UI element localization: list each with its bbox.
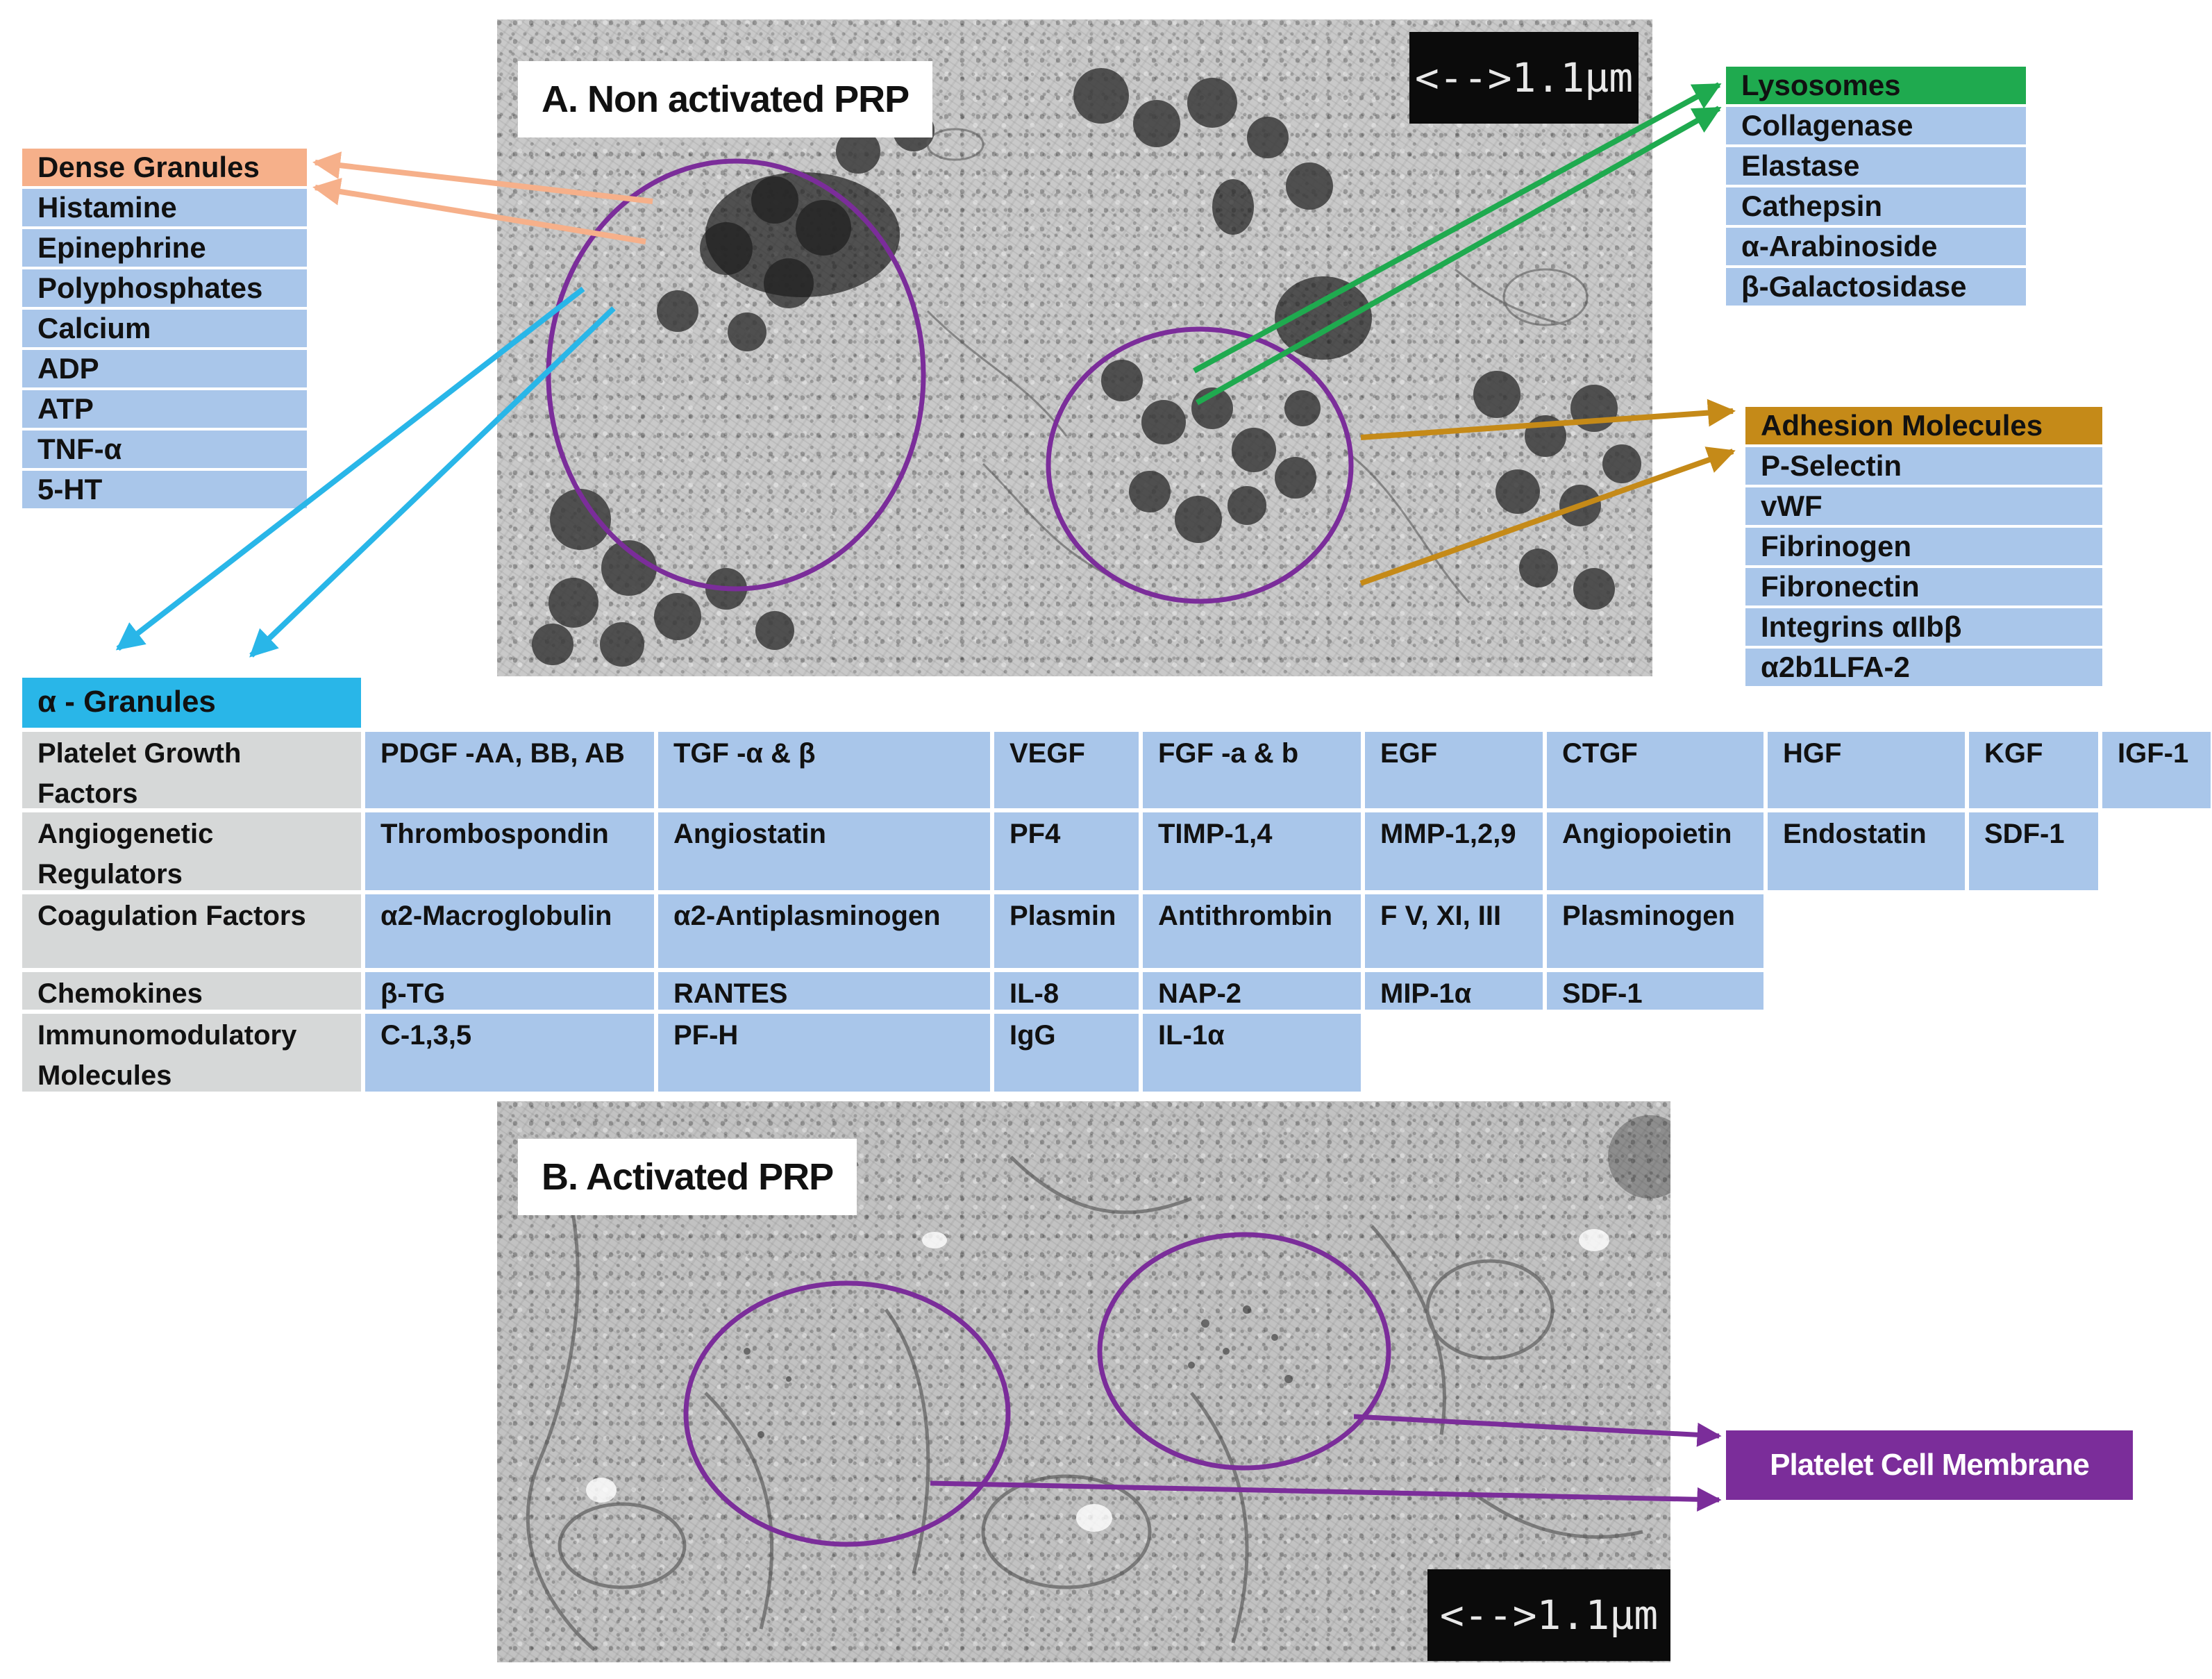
alpha-granule-item: RANTES	[658, 972, 990, 1010]
alpha-granule-item: Antithrombin	[1143, 894, 1361, 968]
adhesion-molecules-item: Fibrinogen	[1745, 528, 2102, 565]
lysosomes-item: α-Arabinoside	[1726, 228, 2026, 265]
alpha-granule-item: Plasmin	[994, 894, 1139, 968]
scale-bar-a: <-->1.1μm	[1409, 32, 1639, 124]
alpha-granule-item: Endostatin	[1768, 812, 1965, 890]
alpha-granule-item: SDF-1	[1969, 812, 2098, 890]
panel-b-label: B. Activated PRP	[518, 1139, 857, 1215]
alpha-granule-item: Angiostatin	[658, 812, 990, 890]
lysosomes-item: Elastase	[1726, 147, 2026, 185]
alpha-granule-item: α2-Antiplasminogen	[658, 894, 990, 968]
dense-granules-item: ATP	[22, 390, 307, 428]
alpha-granule-item: α2-Macroglobulin	[365, 894, 654, 968]
alpha-granule-item: Thrombospondin	[365, 812, 654, 890]
alpha-granule-item: PF4	[994, 812, 1139, 890]
alpha-granule-item: VEGF	[994, 732, 1139, 808]
alpha-category-label: Coagulation Factors	[22, 894, 361, 968]
dense-granules-item: ADP	[22, 350, 307, 387]
platelet-cell-membrane-label: Platelet Cell Membrane	[1726, 1430, 2133, 1500]
dense-granules-title: Dense Granules	[22, 149, 307, 186]
lysosomes-item: Collagenase	[1726, 107, 2026, 144]
alpha-category-label: Immunomodulatory Molecules	[22, 1014, 361, 1092]
lysosomes-title: Lysosomes	[1726, 67, 2026, 104]
dense-granules-item: Polyphosphates	[22, 269, 307, 307]
alpha-granule-item: EGF	[1365, 732, 1543, 808]
dense-granules-item: Histamine	[22, 189, 307, 226]
alpha-granule-item: HGF	[1768, 732, 1965, 808]
lysosomes-list: Lysosomes Collagenase Elastase Cathepsin…	[1726, 67, 2026, 308]
adhesion-molecules-item: Integrins αIIbβ	[1745, 608, 2102, 646]
alpha-granule-item: IL-8	[994, 972, 1139, 1010]
alpha-granule-item: SDF-1	[1547, 972, 1763, 1010]
alpha-granule-item: F V, XI, III	[1365, 894, 1543, 968]
alpha-granule-item: KGF	[1969, 732, 2098, 808]
alpha-granule-item: TGF -α & β	[658, 732, 990, 808]
alpha-granule-item: FGF -a & b	[1143, 732, 1361, 808]
alpha-granule-item: Plasminogen	[1547, 894, 1763, 968]
lysosomes-item: Cathepsin	[1726, 187, 2026, 225]
alpha-granule-item: MIP-1α	[1365, 972, 1543, 1010]
adhesion-molecules-item: P-Selectin	[1745, 447, 2102, 485]
alpha-granule-item: IGF-1	[2102, 732, 2211, 808]
alpha-category-label: Platelet Growth Factors	[22, 732, 361, 809]
alpha-granule-item: NAP-2	[1143, 972, 1361, 1010]
adhesion-molecules-title: Adhesion Molecules	[1745, 407, 2102, 444]
dense-granules-item: 5-HT	[22, 471, 307, 508]
alpha-granule-item: MMP-1,2,9	[1365, 812, 1543, 890]
alpha-granule-item: CTGF	[1547, 732, 1763, 808]
alpha-granule-item: IgG	[994, 1014, 1139, 1092]
alpha-granule-item: C-1,3,5	[365, 1014, 654, 1092]
alpha-granule-item: PF-H	[658, 1014, 990, 1092]
alpha-granule-item: Angiopoietin	[1547, 812, 1763, 890]
alpha-granules-title: α - Granules	[22, 678, 361, 728]
adhesion-molecules-item: Fibronectin	[1745, 568, 2102, 605]
alpha-category-label: Chemokines	[22, 972, 361, 1010]
adhesion-molecules-item: vWF	[1745, 487, 2102, 525]
adhesion-molecules-item: α2b1LFA-2	[1745, 649, 2102, 686]
alpha-granule-item: IL-1α	[1143, 1014, 1361, 1092]
alpha-category-label: Angiogenetic Regulators	[22, 812, 361, 890]
dense-granules-item: TNF-α	[22, 431, 307, 468]
dense-granules-item: Epinephrine	[22, 229, 307, 267]
panel-a-label: A. Non activated PRP	[518, 61, 933, 137]
alpha-granule-item: PDGF -AA, BB, AB	[365, 732, 654, 808]
adhesion-molecules-list: Adhesion Molecules P-Selectin vWF Fibrin…	[1745, 407, 2102, 689]
dense-granules-list: Dense Granules Histamine Epinephrine Pol…	[22, 149, 307, 511]
dense-granules-item: Calcium	[22, 310, 307, 347]
scale-bar-b: <-->1.1μm	[1427, 1569, 1670, 1661]
alpha-granule-item: β-TG	[365, 972, 654, 1010]
lysosomes-item: β-Galactosidase	[1726, 268, 2026, 306]
alpha-granule-item: TIMP-1,4	[1143, 812, 1361, 890]
